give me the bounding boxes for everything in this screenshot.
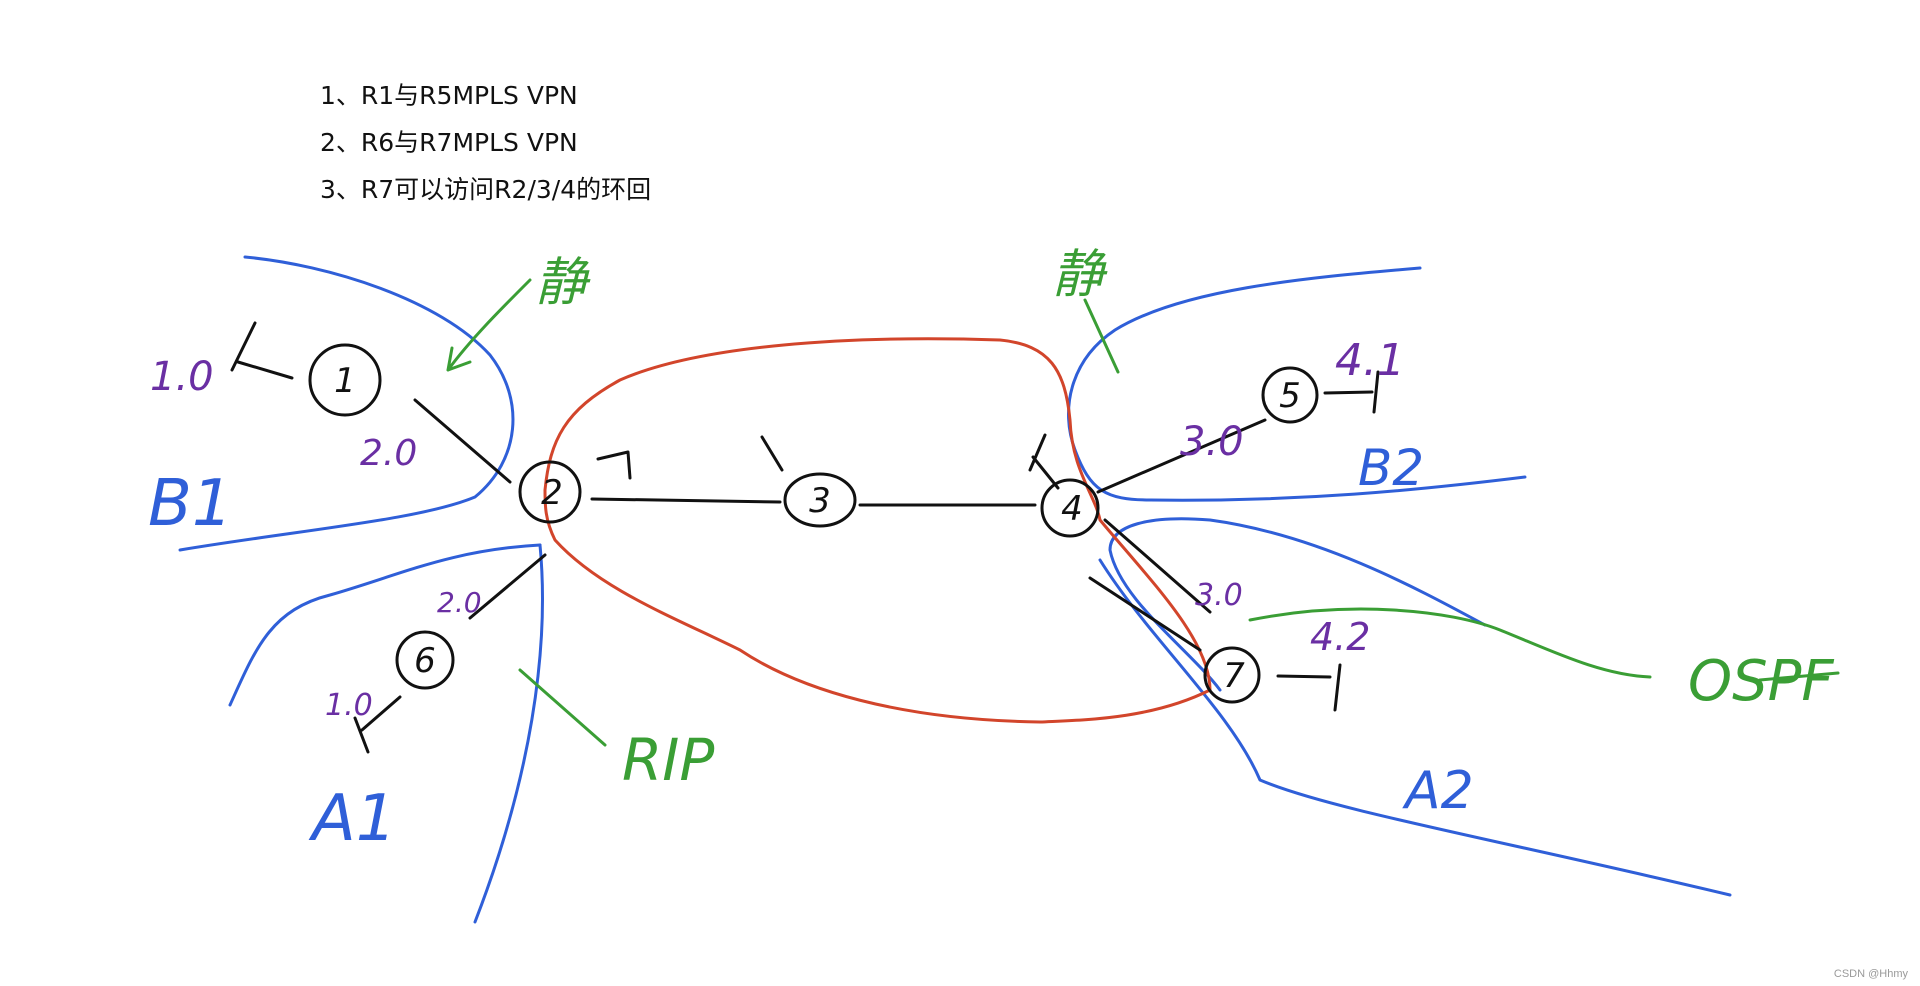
router-numbers: 1 2 3 4 5 6 7 <box>334 361 1301 696</box>
loopback-r1 <box>230 321 294 380</box>
links <box>230 321 1380 754</box>
router-r7 <box>1203 646 1261 704</box>
loopback-r4 <box>1028 433 1060 490</box>
router-r5 <box>1261 366 1319 424</box>
link-r1-r2 <box>413 398 512 484</box>
note-ospf: OSPF <box>1688 649 1834 714</box>
net-label-r2-r6: 2.0 <box>437 586 482 619</box>
requirement-item: 3、R7可以访问R2/3/4的环回 <box>320 175 652 204</box>
loopback-r6 <box>353 695 402 754</box>
router-number: 1 <box>334 361 356 401</box>
net-label-r6-loop: 1.0 <box>325 688 373 723</box>
router-number: 4 <box>1061 489 1083 529</box>
tick-rip <box>518 668 607 747</box>
router-number: 5 <box>1279 376 1301 416</box>
link-r4-r5 <box>1096 418 1267 494</box>
mpls-core-loop <box>543 337 1212 724</box>
boundary-a2-bottom <box>1098 558 1732 897</box>
router-number: 2 <box>541 473 563 513</box>
router-number: 6 <box>414 641 436 681</box>
requirements-list: 1、R1与R5MPLS VPN 2、R6与R7MPLS VPN 3、R7可以访问… <box>320 72 651 213</box>
network-labels: 1.0 2.0 2.0 1.0 3.0 3.0 4.1 4.2 <box>150 335 1405 723</box>
router-r2 <box>518 460 582 524</box>
ospf-line <box>1248 607 1652 679</box>
note-static-left: 静 <box>535 253 591 313</box>
net-label-r1-r2: 2.0 <box>360 433 417 474</box>
loopback-r3 <box>760 435 784 472</box>
tick-static-right <box>1083 298 1120 374</box>
link-r2-r3 <box>590 497 782 504</box>
area-label-b2: B2 <box>1358 439 1424 497</box>
loopback-r5 <box>1323 370 1380 414</box>
net-label-r4-r7: 3.0 <box>1195 578 1243 613</box>
green-annotations <box>446 278 1840 747</box>
requirement-item: 2、R6与R7MPLS VPN <box>320 128 578 157</box>
link-r4-r7-b <box>1088 576 1202 652</box>
boundary-b1 <box>178 255 515 552</box>
router-r6 <box>395 630 455 690</box>
ospf-underline <box>1758 671 1840 682</box>
watermark: CSDN @Hhmy <box>1833 968 1908 980</box>
link-r2-r6 <box>468 553 547 620</box>
net-label-r7-loop: 4.2 <box>1310 615 1370 659</box>
note-rip: RIP <box>622 726 714 794</box>
area-boundaries <box>178 255 1732 924</box>
area-label-a2: A2 <box>1402 761 1474 821</box>
loopback-r2 <box>596 450 632 480</box>
area-label-a1: A1 <box>308 782 397 856</box>
area-label-b1: B1 <box>148 467 233 541</box>
arrow-static-left <box>446 278 532 372</box>
area-labels: B1 A1 B2 A2 <box>148 439 1474 856</box>
net-label-r4-r5: 3.0 <box>1180 419 1244 465</box>
green-labels: 静 静 RIP OSPF <box>535 245 1834 794</box>
net-label-r5-loop: 4.1 <box>1335 335 1405 386</box>
note-static-right: 静 <box>1052 245 1108 305</box>
net-label-r1-loop: 1.0 <box>150 354 214 400</box>
boundary-a2-top <box>1108 517 1487 692</box>
boundary-a1-right <box>473 543 544 924</box>
router-r3 <box>783 472 857 528</box>
loopback-r7 <box>1276 663 1342 712</box>
link-r4-r7 <box>1103 518 1212 614</box>
boundary-b2-top <box>1067 266 1422 452</box>
router-r1 <box>308 343 382 417</box>
requirement-item: 1、R1与R5MPLS VPN <box>320 81 578 110</box>
routers <box>308 343 1319 704</box>
router-number: 7 <box>1223 656 1245 696</box>
boundary-b2-bottom <box>1073 448 1527 502</box>
router-number: 3 <box>809 481 831 521</box>
router-r4 <box>1040 478 1100 538</box>
boundary-a1-top <box>228 543 542 707</box>
